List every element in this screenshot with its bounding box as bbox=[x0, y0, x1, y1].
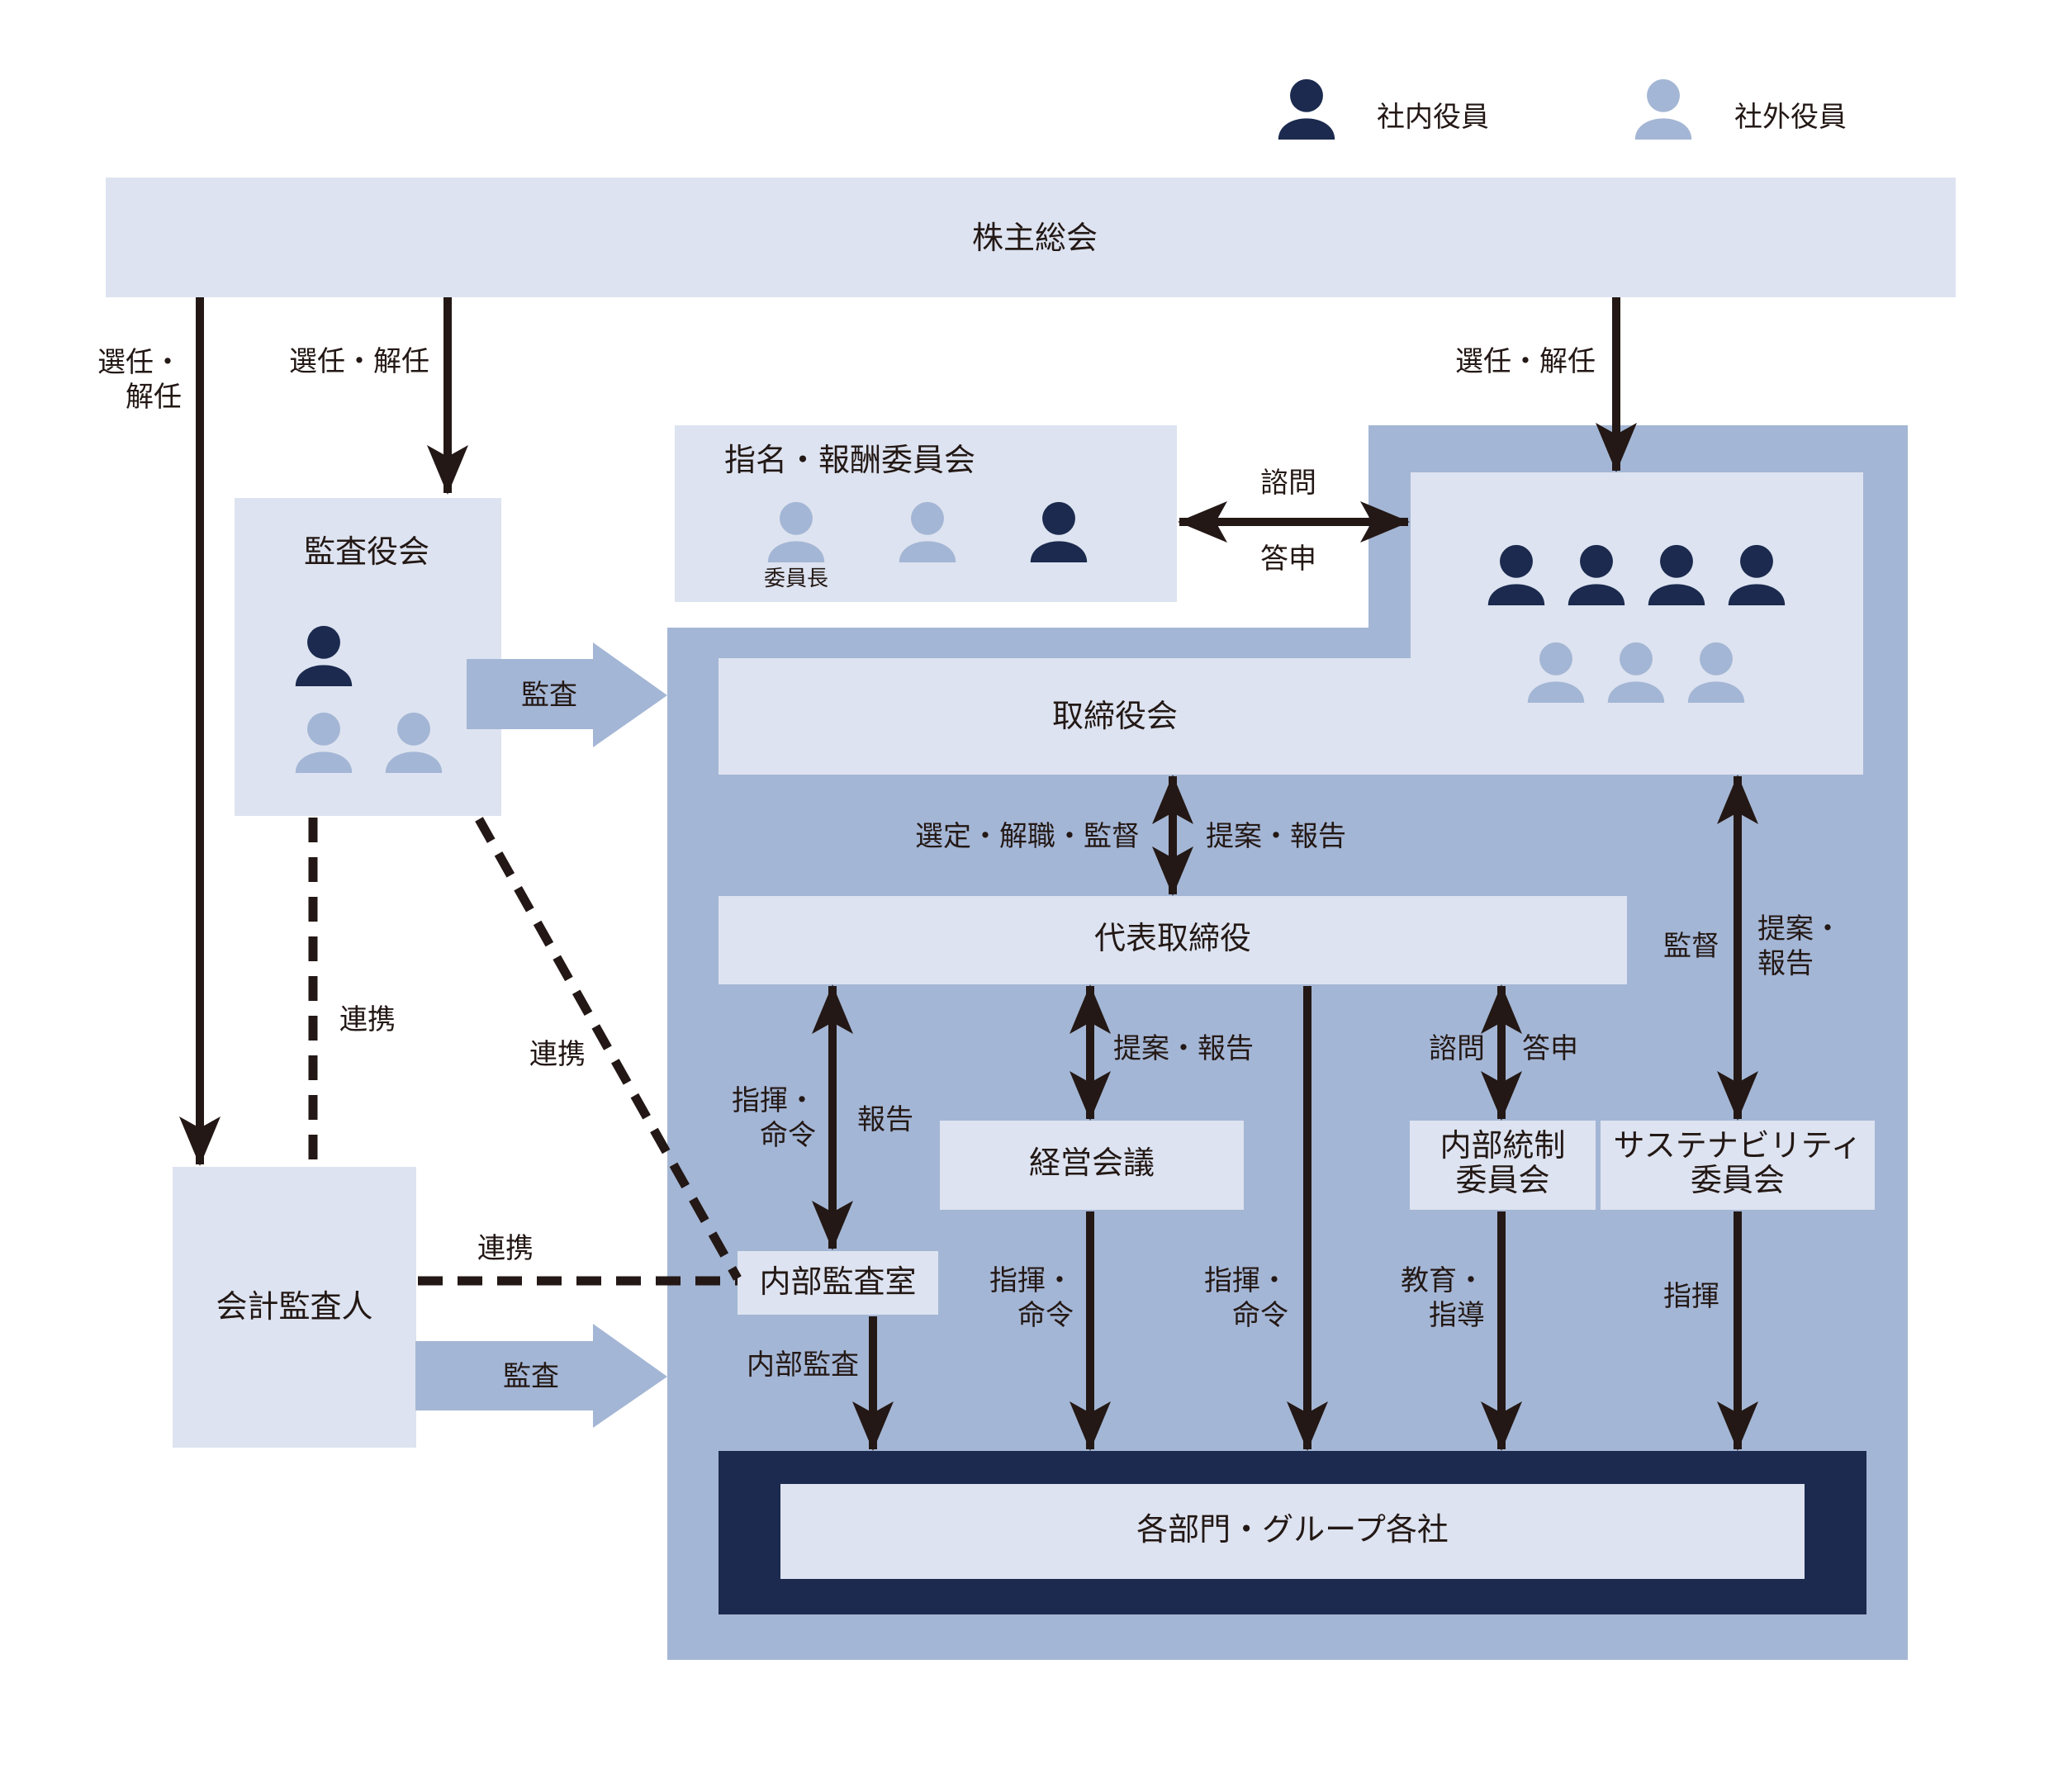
ic-label-line1: 内部統制 bbox=[1440, 1127, 1566, 1164]
edge-label-coop-1: 連携 bbox=[339, 1003, 396, 1036]
ic-label: 内部統制 委員会 bbox=[1410, 1128, 1596, 1197]
edge-label-command-4: 指揮 bbox=[1663, 1280, 1719, 1313]
edge-label-sel-dismiss-b: 選任・解任 bbox=[289, 345, 429, 378]
edge-label-educate: 教育・ 指導 bbox=[1386, 1263, 1485, 1333]
edge-label-internal-audit: 内部監査 bbox=[747, 1349, 859, 1382]
edge-label-line: 指揮・ bbox=[732, 1084, 816, 1117]
edge-label-propose-report: 提案・報告 bbox=[1206, 820, 1346, 853]
edge-label-select-supervise: 選定・解職・監督 bbox=[915, 820, 1140, 853]
audit-arrow-1 bbox=[467, 642, 667, 747]
legend-external: 社外役員 bbox=[1734, 101, 1847, 134]
audit-board-box bbox=[235, 498, 501, 816]
edge-label-line: 報告 bbox=[1757, 947, 1814, 980]
audit-arrow-2 bbox=[415, 1324, 667, 1428]
depts-inner bbox=[780, 1484, 1805, 1579]
edge-label-report: 報告 bbox=[857, 1103, 913, 1136]
depts-label: 各部門・グループ各社 bbox=[1136, 1511, 1449, 1548]
edge-label-report-back: 答申 bbox=[1260, 543, 1316, 576]
iad-label: 内部監査室 bbox=[759, 1263, 917, 1300]
edge-label-line: 命令 bbox=[1232, 1299, 1288, 1332]
edge-label-consult-2: 諮問 bbox=[1429, 1032, 1485, 1065]
internal-officer-icon bbox=[1278, 78, 1335, 140]
iad-box bbox=[738, 1251, 938, 1315]
auditor-box bbox=[173, 1167, 416, 1448]
board-label: 取締役会 bbox=[1051, 698, 1178, 734]
ceo-label: 代表取締役 bbox=[1093, 920, 1251, 956]
agm-box bbox=[106, 178, 1956, 297]
auditor-label: 会計監査人 bbox=[216, 1288, 373, 1325]
mgmt-box bbox=[940, 1121, 1244, 1210]
external-officer-icon bbox=[1634, 78, 1692, 140]
edge-label-sel-dismiss-c: 選任・解任 bbox=[1455, 345, 1596, 378]
edge-label-audit-1: 監査 bbox=[521, 679, 577, 712]
edge-label-line: 教育・ bbox=[1401, 1264, 1485, 1297]
edge-label-command-2: 指揮・ 命令 bbox=[975, 1263, 1074, 1333]
edge-label-line: 選任・ bbox=[97, 346, 182, 379]
audit-board-label: 監査役会 bbox=[303, 533, 429, 570]
edge-label-coop-3: 連携 bbox=[477, 1232, 534, 1265]
agm-label: 株主総会 bbox=[971, 220, 1098, 256]
edge-label-audit-2: 監査 bbox=[503, 1360, 559, 1393]
edge-label-report-back-2: 答申 bbox=[1522, 1032, 1578, 1065]
edge-label-line: 提案・ bbox=[1757, 913, 1842, 946]
ic-label-line2: 委員会 bbox=[1455, 1162, 1550, 1198]
coop-auditboard-iad bbox=[475, 817, 742, 1281]
edge-label-propose-report-2: 提案・報告 bbox=[1113, 1032, 1254, 1065]
nomination-label: 指名・報酬委員会 bbox=[724, 442, 976, 478]
chair-label: 委員長 bbox=[763, 567, 828, 591]
edge-label-line: 指導 bbox=[1429, 1299, 1485, 1332]
edge-label-sel-dismiss-a: 選任・ 解任 bbox=[91, 345, 182, 415]
sus-label-line2: 委員会 bbox=[1690, 1162, 1785, 1198]
edge-label-consult: 諮問 bbox=[1260, 467, 1316, 500]
sus-label-line1: サステナビリティ bbox=[1613, 1127, 1862, 1164]
edge-label-propose-report-3: 提案・ 報告 bbox=[1757, 912, 1842, 981]
ic-box bbox=[1410, 1121, 1596, 1210]
edge-label-line: 命令 bbox=[1017, 1299, 1074, 1332]
edge-label-command-3: 指揮・ 命令 bbox=[1189, 1263, 1288, 1333]
edge-label-command-1: 指揮・ 命令 bbox=[719, 1083, 816, 1153]
edge-label-line: 指揮・ bbox=[989, 1264, 1074, 1297]
edge-label-line: 解任 bbox=[126, 381, 182, 414]
mgmt-label: 経営会議 bbox=[1028, 1145, 1155, 1181]
edge-label-supervise: 監督 bbox=[1663, 930, 1719, 963]
edge-label-coop-2: 連携 bbox=[529, 1038, 586, 1071]
edge-label-line: 指揮・ bbox=[1204, 1264, 1288, 1297]
sus-box bbox=[1601, 1121, 1875, 1210]
edge-label-line: 命令 bbox=[760, 1119, 816, 1152]
legend-internal: 社内役員 bbox=[1377, 101, 1489, 134]
ceo-box bbox=[719, 896, 1627, 984]
sus-label: サステナビリティ 委員会 bbox=[1601, 1128, 1875, 1197]
